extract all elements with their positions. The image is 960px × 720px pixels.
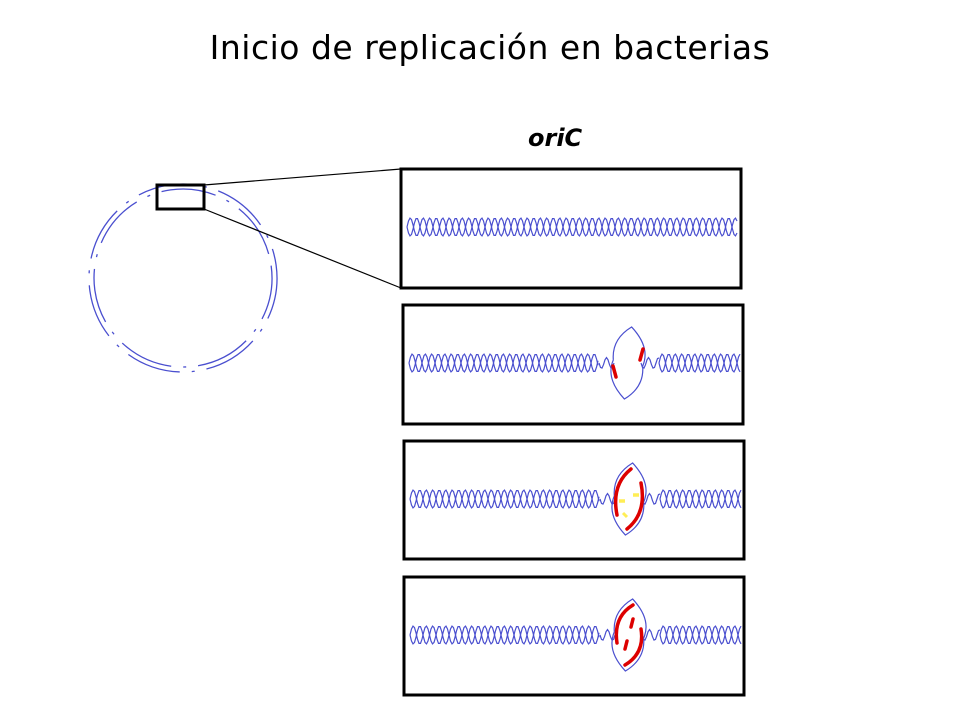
panel-4	[402, 575, 746, 697]
bacterial-chromosome	[88, 183, 278, 373]
zoom-line-bottom	[203, 208, 402, 289]
panel-frame	[401, 303, 745, 426]
dna-helix-left-strand-a	[409, 625, 600, 645]
bubble-lower-strand	[611, 495, 645, 536]
dna-twist-right	[641, 628, 661, 641]
dna-helix-left-strand-a	[408, 353, 599, 373]
dna-helix-left-strand-b	[409, 625, 600, 645]
page-title: Inicio de replicación en bacterias	[209, 28, 771, 67]
panel-frame	[402, 575, 746, 697]
okazaki-fragment-left	[623, 639, 629, 651]
bubble-upper-strand	[613, 598, 647, 639]
panel-frame	[399, 167, 743, 290]
dna-helix-right-strand-a	[658, 353, 741, 373]
dna-helix-right-strand-b	[658, 353, 741, 373]
panel-1	[399, 167, 743, 290]
bubble-upper-strand	[613, 462, 647, 503]
dna-helix-strand-b	[406, 217, 738, 237]
dna-helix-left-strand-b	[408, 353, 599, 373]
new-strand-fragment-right	[638, 347, 645, 362]
primer-lower	[621, 511, 629, 519]
dna-helix-right-strand-a	[659, 489, 742, 509]
dna-twist-right	[641, 492, 661, 505]
new-strand-lower	[623, 627, 644, 667]
oric-label: oriC	[528, 124, 583, 152]
okazaki-fragment-right	[629, 617, 635, 629]
bubble-lower-strand	[610, 359, 644, 400]
dna-helix-left-strand-a	[409, 489, 600, 509]
panel-frame	[402, 439, 746, 561]
zoom-line-top	[203, 168, 402, 186]
new-strand-lower	[625, 481, 645, 531]
dna-helix-right-strand-b	[659, 625, 742, 645]
panel-3	[402, 439, 746, 561]
bubble-upper-strand	[612, 326, 646, 367]
new-strand-fragment-left	[611, 364, 618, 379]
chromosome-outer-strand	[88, 183, 278, 373]
new-strand-upper	[614, 603, 635, 645]
bubble-lower-strand	[611, 631, 645, 672]
panel-2	[401, 303, 745, 426]
zoom-box	[155, 183, 206, 211]
new-strand-upper	[613, 467, 633, 517]
dna-helix-right-strand-a	[659, 625, 742, 645]
dna-twist-right	[640, 356, 660, 369]
dna-helix-left-strand-b	[409, 489, 600, 509]
dna-helix-strand-a	[406, 217, 738, 237]
dna-helix-right-strand-b	[659, 489, 742, 509]
chromosome-inner-strand	[93, 188, 273, 368]
